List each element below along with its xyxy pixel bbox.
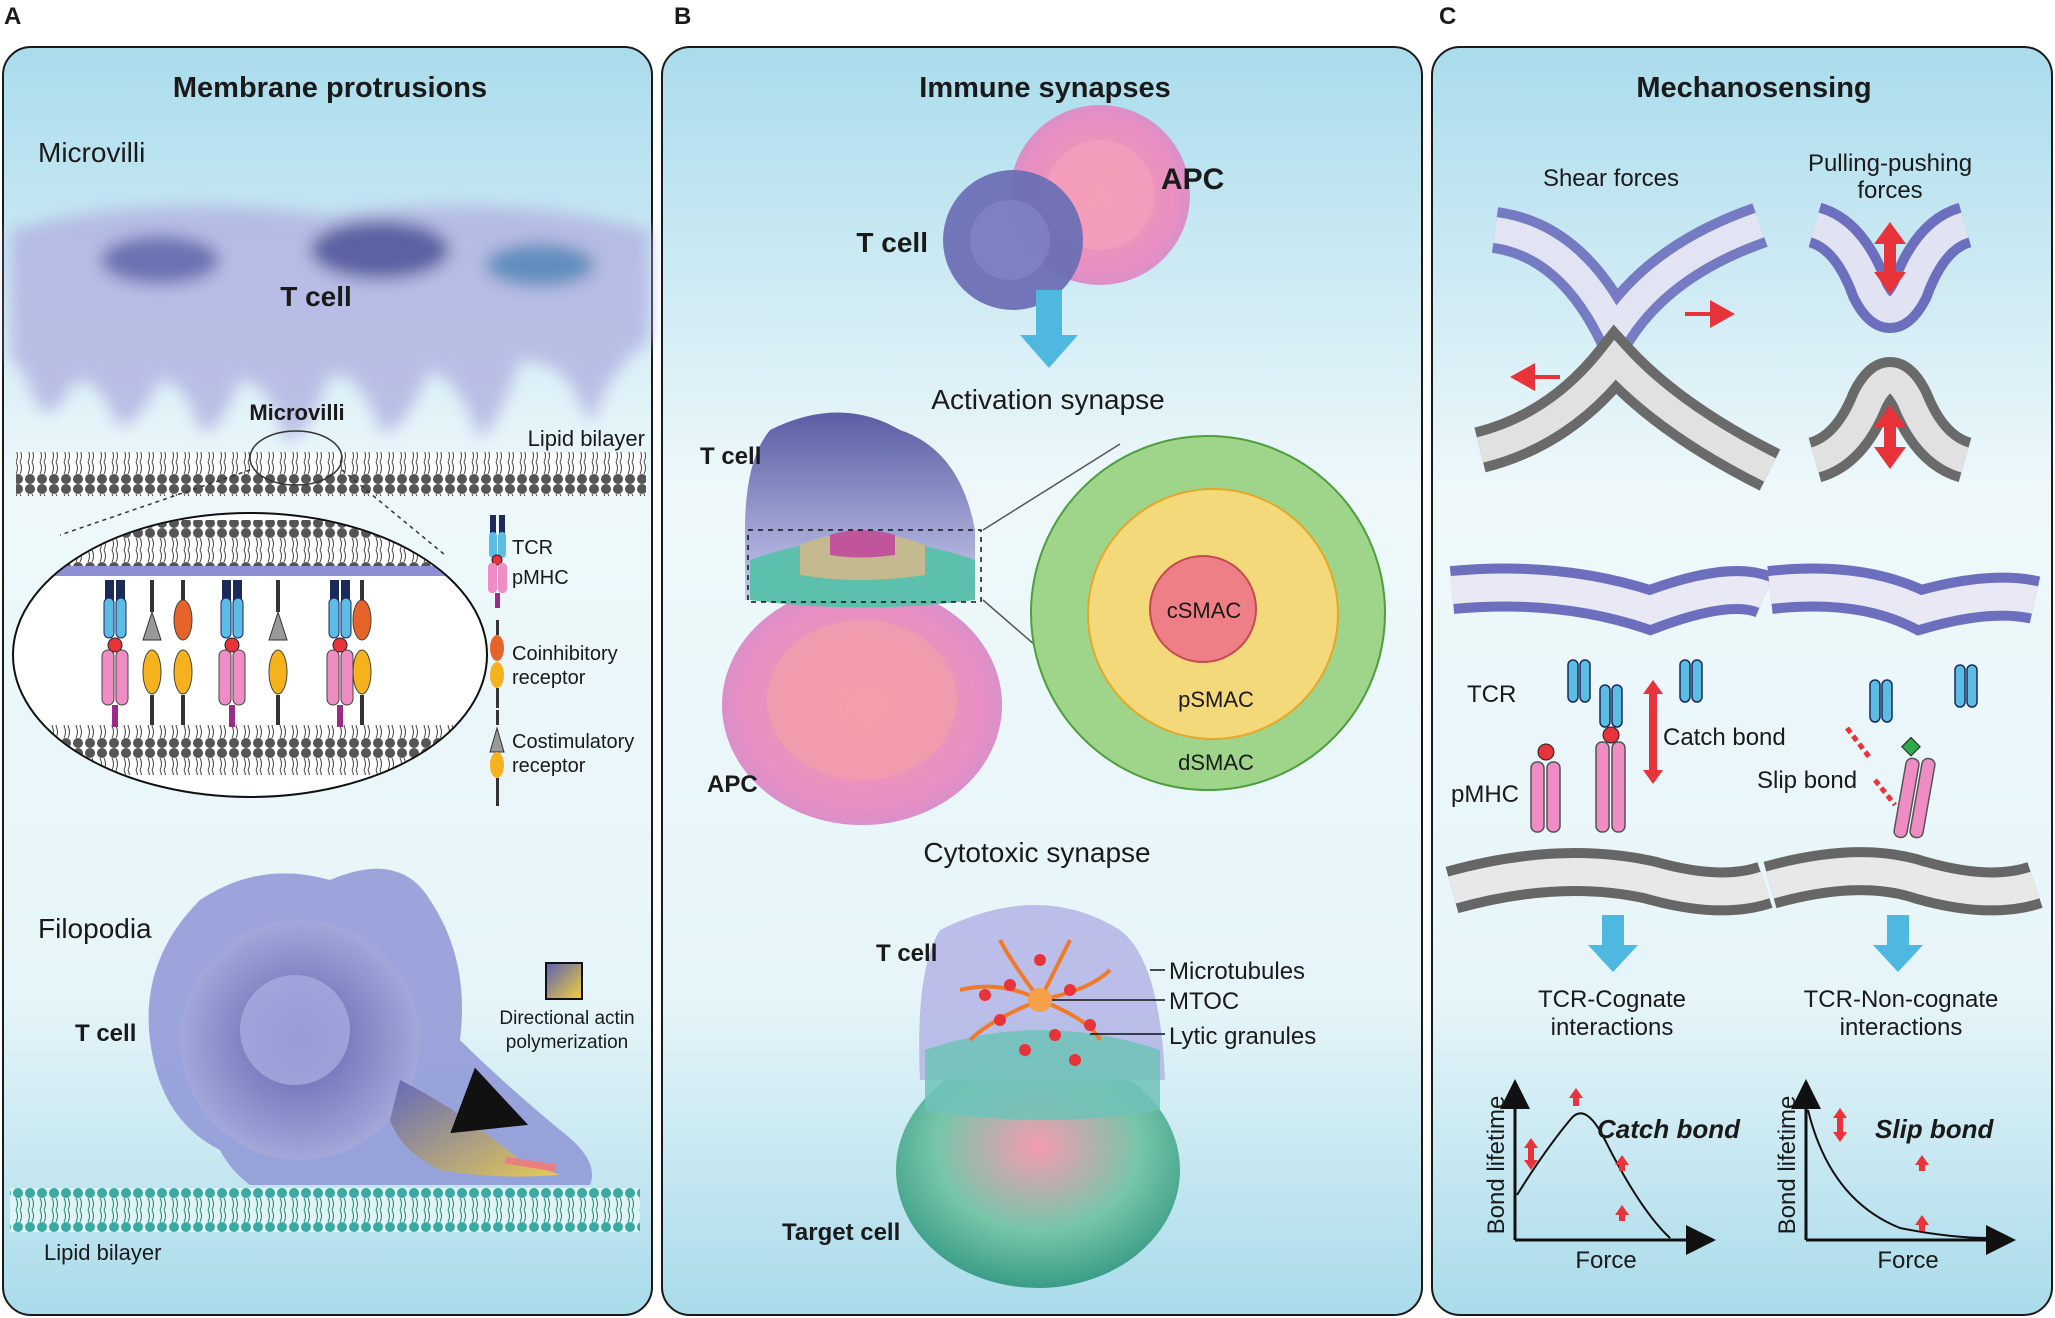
lipid-bilayer-top-label: Lipid bilayer <box>528 426 645 451</box>
catch-plot-ylabel: Bond lifetime <box>1483 1096 1510 1235</box>
zoom-line-left <box>59 469 251 536</box>
dsmac-label: dSMAC <box>1178 750 1254 775</box>
panel-a: A Membrane protrusions Microvilli T cell… <box>2 3 653 1316</box>
cognate-label-1: TCR-Cognate <box>1538 986 1686 1013</box>
panel-b-frame <box>661 46 1423 1316</box>
pulling-membranes <box>1807 202 1973 483</box>
lipid-bilayer-bottom-label: Lipid bilayer <box>44 1240 161 1265</box>
catch-bond-plot <box>1500 1079 1716 1255</box>
filopodia-heading: Filopodia <box>38 913 152 944</box>
blue-down-arrow-b <box>1020 290 1078 368</box>
panel-c: C Mechanosensing Shear forces Pulling-pu… <box>1431 3 2053 1316</box>
slip-plot-xlabel: Force <box>1877 1247 1938 1274</box>
cytotoxic-synapse-label: Cytotoxic synapse <box>923 837 1150 868</box>
psmac-label: pSMAC <box>1178 687 1254 712</box>
microtubules-label: Microtubules <box>1169 958 1305 985</box>
legend-tcr: TCR <box>512 537 553 559</box>
cytotoxic-synapse-cells <box>896 905 1180 1288</box>
noncognate-label-2: interactions <box>1840 1014 1963 1041</box>
zoom-line-right <box>341 469 446 556</box>
catch-plot-xlabel: Force <box>1575 1247 1636 1274</box>
apc-label-mid: APC <box>707 771 758 798</box>
microvilli-label: Microvilli <box>249 400 344 425</box>
tcell-label-top: T cell <box>856 227 928 258</box>
activation-synapse-cells <box>722 412 1002 825</box>
legend-costimulatory-2: receptor <box>512 755 586 777</box>
costimulatory-receptors <box>142 580 288 725</box>
tcell-filopodia-illustration <box>148 868 593 1222</box>
panel-c-letter: C <box>1439 3 1456 30</box>
slip-bond-plot <box>1791 1079 2016 1255</box>
apc-label-top: APC <box>1161 163 1224 196</box>
coinhibitory-receptors <box>173 580 372 725</box>
pmhc-label-c: pMHC <box>1451 781 1519 808</box>
noncognate-label-1: TCR-Non-cognate <box>1804 986 1999 1013</box>
panel-c-title: Mechanosensing <box>1636 72 1871 104</box>
csmac-label: cSMAC <box>1167 598 1242 623</box>
legend-coinhibitory-2: receptor <box>512 667 586 689</box>
slip-plot-ylabel: Bond lifetime <box>1774 1096 1801 1235</box>
panel-b: B Immune synapses APC T cell Activation … <box>661 3 1423 1316</box>
panel-b-letter: B <box>674 3 691 30</box>
tcr-label-c: TCR <box>1467 681 1516 708</box>
tcell-apc-contact <box>943 105 1190 310</box>
target-cell-label: Target cell <box>782 1219 900 1246</box>
tcell-label-a2: T cell <box>75 1020 136 1047</box>
blue-arrow-noncognate <box>1873 915 1923 972</box>
slip-plot-title: Slip bond <box>1875 1114 1995 1144</box>
activation-synapse-label: Activation synapse <box>931 384 1164 415</box>
blue-arrow-cognate <box>1588 915 1638 972</box>
lytic-granules-label: Lytic granules <box>1169 1023 1316 1050</box>
shear-forces-label: Shear forces <box>1543 165 1679 192</box>
cognate-label-2: interactions <box>1551 1014 1674 1041</box>
tcell-label-a: T cell <box>280 281 352 312</box>
lipid-bilayer-bottom <box>10 1188 640 1232</box>
zoom-region-ellipse <box>249 430 343 486</box>
panel-b-title: Immune synapses <box>919 72 1170 104</box>
tcr-pmhc-pairs <box>101 580 354 727</box>
receptor-legend: TCR pMHC Coinhibitory receptor Costimula… <box>488 515 634 806</box>
slip-bond-label: Slip bond <box>1757 767 1857 794</box>
actin-legend-1: Directional actin <box>499 1008 634 1029</box>
actin-legend-2: polymerization <box>506 1032 629 1053</box>
shear-membranes <box>1474 203 1781 491</box>
legend-costimulatory-1: Costimulatory <box>512 731 634 753</box>
tcell-label-bottom: T cell <box>876 940 937 967</box>
bond-membranes <box>1445 563 2043 916</box>
smac-zoom-line-top <box>982 443 1121 531</box>
tcell-microvilli-illustration <box>10 205 650 442</box>
pulling-pushing-label-2: forces <box>1857 177 1922 204</box>
legend-pmhc: pMHC <box>512 567 569 589</box>
pulling-pushing-label-1: Pulling-pushing <box>1808 150 1972 177</box>
mtoc-label: MTOC <box>1169 988 1239 1015</box>
actin-legend-swatch <box>545 962 583 1000</box>
legend-coinhibitory-1: Coinhibitory <box>512 643 618 665</box>
microvilli-heading: Microvilli <box>38 137 145 168</box>
smac-diagram <box>1030 435 1386 791</box>
catch-bond-label: Catch bond <box>1663 724 1786 751</box>
panel-a-title: Membrane protrusions <box>173 72 487 104</box>
tcell-label-mid: T cell <box>700 443 761 470</box>
catch-plot-title: Catch bond <box>1597 1114 1741 1144</box>
panel-a-letter: A <box>4 3 21 30</box>
lipid-bilayer-top <box>16 452 646 496</box>
